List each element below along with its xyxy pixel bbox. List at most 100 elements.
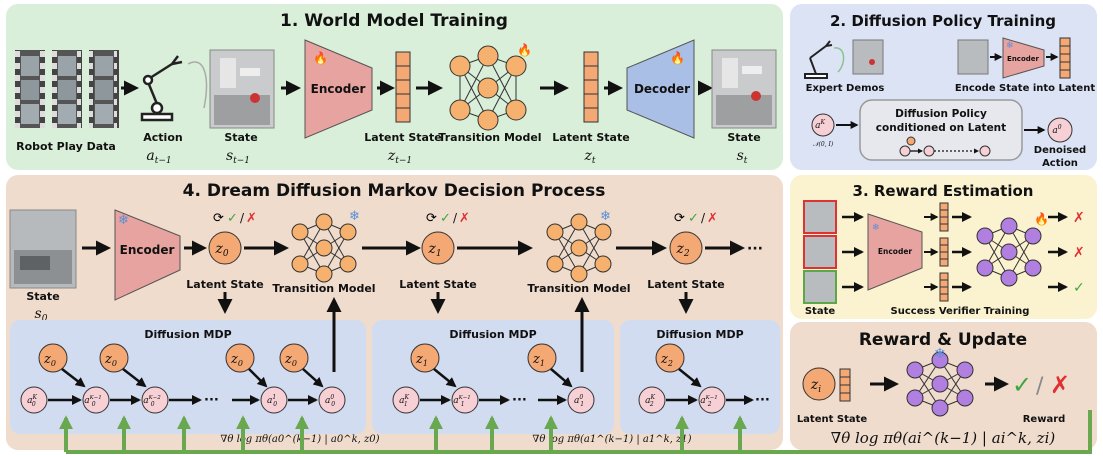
action-math: at−1	[146, 148, 171, 166]
slash-icon: /	[453, 211, 458, 225]
latent-math-1-sub: t−1	[395, 156, 412, 166]
encoder-block	[1002, 37, 1045, 79]
panel4-title: 4. Dream Diffusion Markov Decision Proce…	[183, 181, 606, 201]
action-label: Action	[143, 131, 182, 144]
policy-box	[859, 99, 1023, 161]
state-thumb-fail	[803, 235, 837, 269]
panel3-title: 3. Reward Estimation	[853, 182, 1034, 200]
action-math-var: a	[146, 148, 154, 164]
slash-icon: /	[701, 211, 706, 225]
state-label: State	[26, 290, 59, 303]
panel2-title: 2. Diffusion Policy Training	[830, 12, 1056, 30]
encoder-block	[304, 39, 373, 139]
cross-icon: ✗	[1073, 245, 1085, 261]
verifier-label: Success Verifier Training	[891, 306, 1030, 317]
noise-node-label: aK	[815, 119, 825, 131]
state-label-2: State	[727, 131, 760, 144]
encoder-small-label: Encoder	[1007, 55, 1039, 63]
diffusion-mdp-label: Diffusion MDP	[449, 328, 536, 341]
encoder-label: Encoder	[311, 82, 366, 96]
state-image	[209, 49, 275, 129]
svg-text:···: ···	[204, 393, 219, 408]
denoised-node-label: a0	[1052, 124, 1061, 136]
latent-label-2: Latent State	[552, 131, 629, 144]
latent-vector	[839, 368, 851, 402]
encoder-block	[867, 213, 923, 291]
latent-node-zi-var: z	[810, 377, 819, 393]
cross-icon: ✗	[459, 211, 470, 226]
slash-text: /	[1036, 374, 1044, 399]
svg-text:aK1: aK1	[399, 394, 409, 408]
snowflake-icon: ❄	[118, 213, 129, 228]
check-icon: ✓	[688, 211, 699, 226]
svg-text:···: ···	[755, 393, 770, 408]
transition-model-label: Transition Model	[527, 282, 630, 295]
snowflake-icon: ❄	[349, 209, 360, 224]
snowflake-icon: ❄	[600, 209, 611, 224]
encoder-small-label: Encoder	[878, 247, 913, 256]
decoder-label: Decoder	[634, 82, 690, 96]
state-math-2-var: s	[737, 148, 744, 164]
latent-node-z1	[421, 231, 455, 265]
denoised-line2: Action	[1042, 158, 1078, 169]
panel-diffusion-policy-training: 2. Diffusion Policy Training Expert Demo…	[790, 4, 1097, 170]
latent-state-label: Latent State	[647, 278, 724, 291]
action-math-sub: t−1	[155, 156, 172, 166]
noise-action-node	[811, 113, 835, 137]
diffusion-mdp-label: Diffusion MDP	[144, 328, 231, 341]
cross-icon: ✗	[707, 211, 718, 226]
encoder-block	[114, 209, 181, 301]
panel-dream-diffusion-mdp: 4. Dream Diffusion Markov Decision Proce…	[6, 175, 783, 450]
latent-vector	[583, 51, 599, 123]
state-label: State	[224, 131, 257, 144]
latent-math-1: zt−1	[387, 148, 412, 166]
state-math-2: st	[737, 148, 748, 166]
reward-label: Reward	[1023, 414, 1066, 425]
panel-reward-update: Reward & Update zi Latent State ❄ ✓ / ✗ …	[790, 322, 1097, 450]
state-image	[9, 209, 77, 289]
latent-node-zi	[802, 367, 836, 401]
noise-node-sup: K	[819, 119, 825, 126]
expert-demos-label: Expert Demos	[806, 83, 885, 94]
denoised-node-var: a	[1052, 126, 1057, 136]
denoised-action-node	[1047, 117, 1073, 143]
transition-model-label: Transition Model	[272, 282, 375, 295]
snowflake-icon: ❄	[1006, 41, 1014, 51]
fire-icon: 🔥	[1034, 212, 1049, 226]
check-icon: ✓	[227, 211, 238, 226]
state-image	[711, 49, 777, 129]
transition-network	[291, 213, 357, 283]
svg-text:···: ···	[512, 393, 527, 408]
latent-node-z2	[669, 231, 703, 265]
mini-chain	[899, 136, 991, 157]
state-math-sub: t−1	[233, 156, 250, 166]
latent-math-2-sub: t	[592, 156, 596, 166]
latent-vectors	[939, 202, 949, 302]
state-math: st−1	[226, 148, 250, 166]
snowflake-icon: ❄	[934, 346, 946, 362]
ellipsis: ···	[747, 241, 763, 257]
fire-icon: 🔥	[517, 43, 532, 57]
state-math: s0	[35, 306, 48, 324]
cross-icon: ✗	[1073, 210, 1085, 226]
check-icon: ✓	[1073, 280, 1085, 296]
refresh-icon: ⟳	[213, 211, 224, 226]
cross-icon: ✗	[1050, 371, 1070, 399]
robot-play-data-label: Robot Play Data	[16, 140, 116, 153]
latent-node-z0	[208, 231, 242, 265]
policy-line2: conditioned on Latent	[876, 122, 1006, 134]
state-image	[957, 39, 989, 75]
panel5-title: Reward & Update	[859, 330, 1027, 350]
latent-node-zi-text: zi	[810, 377, 821, 395]
encode-state-label: Encode State into Latent	[955, 83, 1095, 94]
svg-text:aK0: aK0	[27, 394, 37, 408]
state-thumb-success	[803, 270, 837, 304]
noise-node-var: a	[815, 121, 820, 131]
latent-label-1: Latent State	[364, 131, 441, 144]
state-math-sub: 0	[42, 314, 48, 324]
panel-reward-estimation: 3. Reward Estimation State Encoder ❄	[790, 175, 1097, 319]
transition-network	[546, 213, 612, 283]
